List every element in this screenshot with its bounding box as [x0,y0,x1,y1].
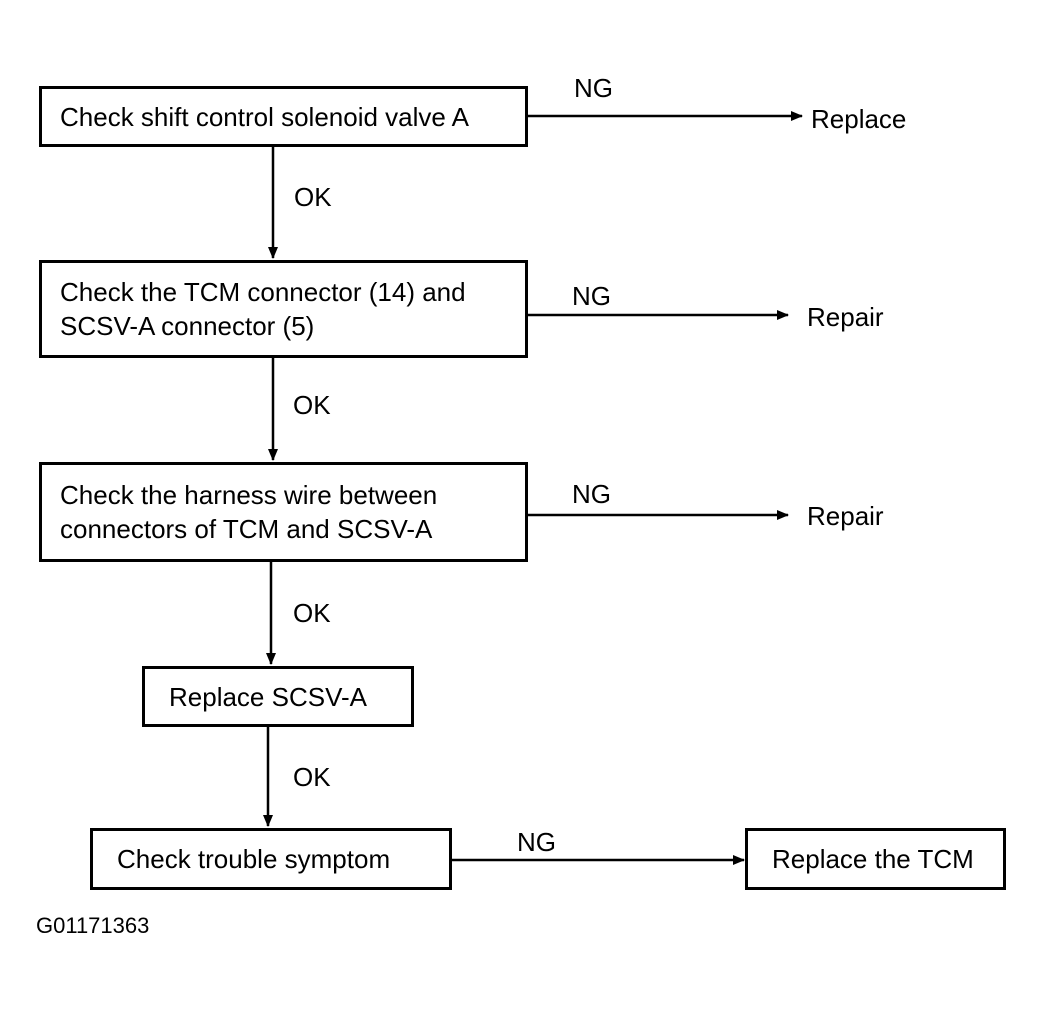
ng-label-2: NG [572,281,611,311]
ng-label-4: NG [517,827,556,857]
step-check-trouble-symptom: Check trouble symptom [90,828,452,890]
final-action-label: Replace the TCM [772,844,974,874]
step-3-line-2: connectors of TCM and SCSV-A [60,514,433,544]
step-2-line-1: Check the TCM connector (14) and [60,277,466,307]
step-3-line-1: Check the harness wire between [60,480,438,510]
step-2-line-2: SCSV-A connector (5) [60,311,315,341]
ng-label-1: NG [574,73,613,103]
step-4-line-1: Replace SCSV-A [169,681,367,712]
ok-label-3: OK [293,598,331,628]
step-check-harness-wire: Check the harness wire between connector… [39,462,528,562]
ok-label-2: OK [293,390,331,420]
step-check-solenoid-valve: Check shift control solenoid valve A [39,86,528,147]
figure-id: G01171363 [36,913,150,938]
ng-action-repair-1: Repair [807,302,884,332]
step-replace-scsv-a: Replace SCSV-A [142,666,414,727]
ng-action-replace: Replace [811,104,907,134]
step-replace-tcm: Replace the TCM [745,828,1006,890]
ng-label-3: NG [572,479,611,509]
step-5-line-1: Check trouble symptom [117,844,391,874]
step-check-connectors: Check the TCM connector (14) and SCSV-A … [39,260,528,358]
ok-label-1: OK [294,182,332,212]
step-1-line-1: Check shift control solenoid valve A [60,101,469,132]
ng-action-repair-2: Repair [807,501,884,531]
ok-label-4: OK [293,762,331,792]
